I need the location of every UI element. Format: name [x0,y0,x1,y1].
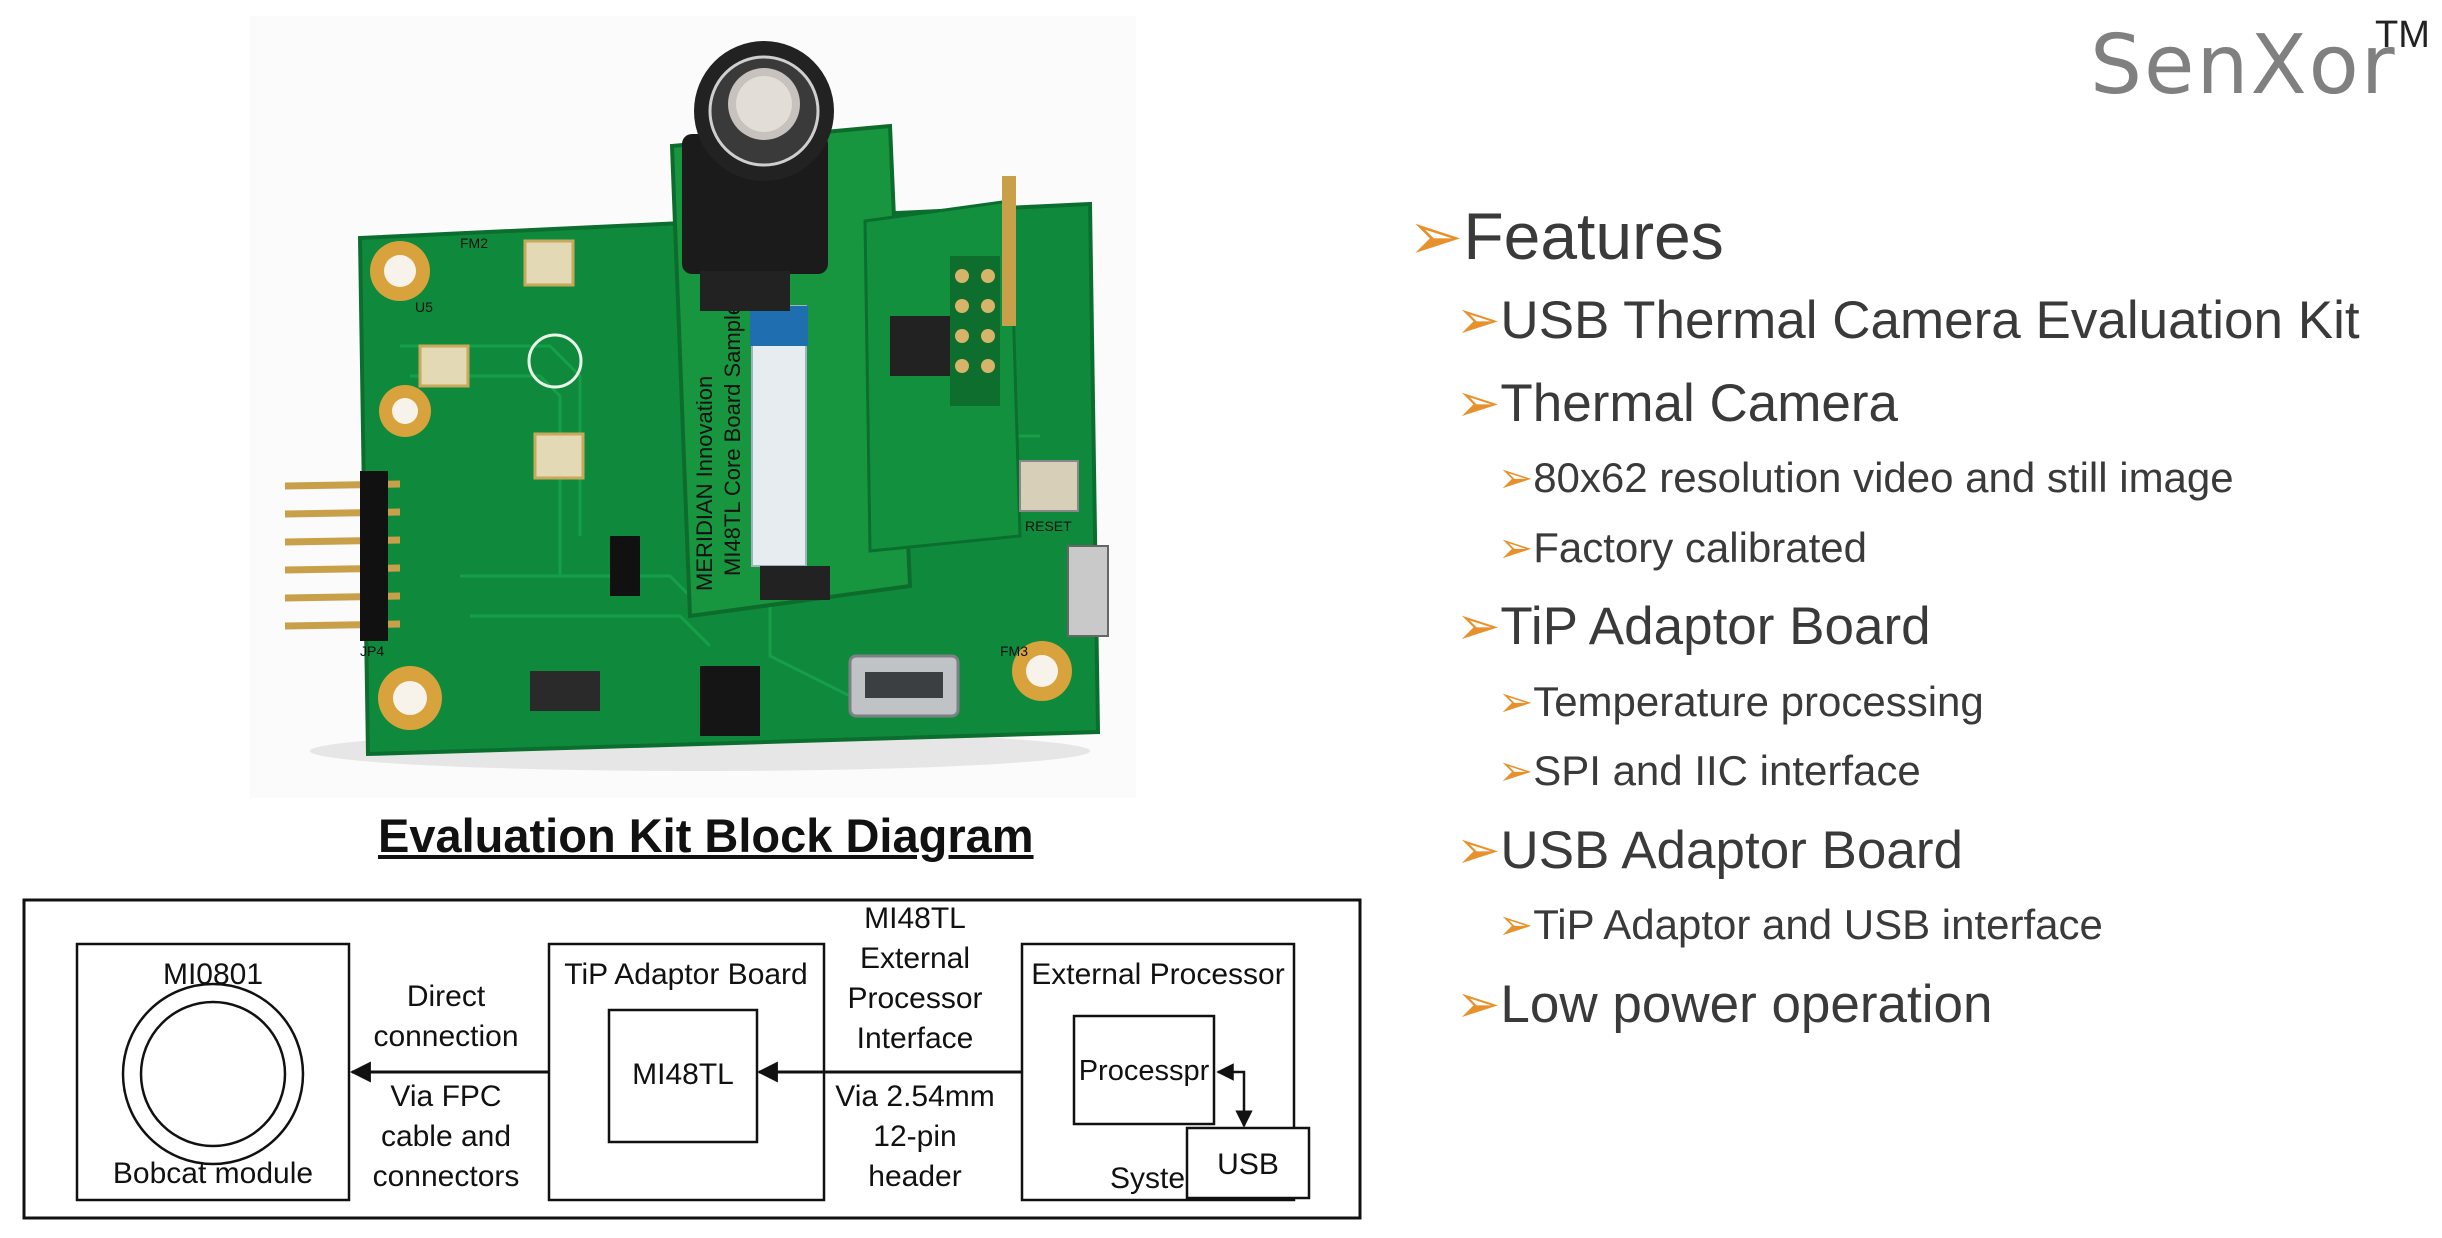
feature-subitem: ➢SPI and IIC interface [1498,747,1921,794]
link2-top-line: MI48TL [864,902,966,935]
silk-reset: RESET [1025,518,1072,534]
feature-item: ➢TiP Adaptor Board [1456,597,1931,656]
arrow-bullet-icon: ➢ [1498,901,1534,948]
processor-usb-arrow [1216,1063,1253,1128]
block-diagram: MI0801 Bobcat module Direct connection V… [22,898,1362,1220]
fpc-ribbon [751,305,807,567]
mounting-hole [370,241,430,301]
feature-subitem: ➢80x62 resolution video and still image [1498,454,2234,501]
feature-item: ➢Low power operation [1456,975,1993,1034]
external-processor-name: External Processor [1031,958,1284,991]
arrow-bullet-icon: ➢ [1456,821,1501,880]
sensor-lens-icon [121,982,305,1166]
silk-jp4: JP4 [360,643,384,659]
processor-block [1072,1014,1216,1126]
link1-bottom-line: connectors [373,1160,520,1193]
usb-block [1185,1126,1311,1200]
feature-subitem: ➢Temperature processing [1498,678,1984,725]
trademark-symbol: TM [2375,14,2430,56]
feature-item: ➢Thermal Camera [1456,374,1899,433]
feature-item: ➢USB Adaptor Board [1456,821,1963,880]
senxor-logo: SenXor TM [2070,14,2430,124]
link2-bottom-line: 12-pin [873,1120,956,1153]
arrow-bullet-icon: ➢ [1456,597,1501,656]
arrow-bullet-icon: ➢ [1456,975,1501,1034]
link1-bottom-line: Via FPC [390,1080,501,1113]
evaluation-kit-photo: MERIDIAN Innovation MI48TL Core Board Sa… [250,16,1136,798]
arrow-bullet-icon: ➢ [1498,524,1534,571]
silk-u5: U5 [415,299,433,315]
arrow-bullet-icon: ➢ [1498,678,1534,725]
features-heading: ➢Features [1408,199,1724,273]
link2-bottom-line: Via 2.54mm [835,1080,995,1113]
reset-button [1019,460,1079,512]
link2-top-line: External [860,942,970,975]
thermal-camera-lens [682,41,834,311]
link1-top-line: Direct [407,980,486,1013]
feature-subitem: ➢Factory calibrated [1498,524,1868,571]
feature-subitem: ➢TiP Adaptor and USB interface [1498,901,2103,948]
link2-top-line: Interface [857,1022,974,1055]
board-text-2: MI48TL Core Board Sample [720,303,745,576]
tip-adaptor-name: TiP Adaptor Board [564,958,808,991]
arrow-bullet-icon: ➢ [1498,454,1534,501]
arrow-bullet-icon: ➢ [1408,199,1464,273]
block-diagram-title: Evaluation Kit Block Diagram [378,809,1034,862]
feature-item: ➢USB Thermal Camera Evaluation Kit [1456,291,2360,350]
mounting-hole [378,666,442,730]
mounting-hole [1012,641,1072,701]
link1-top-line: connection [373,1020,518,1053]
silk-fm3: FM3 [1000,643,1028,659]
silk-fm2: FM2 [460,235,488,251]
processor-label: Processpr [1079,1055,1210,1087]
arrow-bullet-icon: ➢ [1498,747,1534,794]
mounting-hole [379,385,431,437]
link2-bottom-line: header [868,1160,961,1193]
arrow-bullet-icon: ➢ [1456,291,1501,350]
sensor-module-caption: Bobcat module [113,1157,313,1190]
usb-label: USB [1217,1148,1279,1181]
arrow-bullet-icon: ➢ [1456,374,1501,433]
sensor-module-name: MI0801 [163,958,263,991]
mi48tl-chip-label: MI48TL [632,1058,734,1091]
link2-top-line: Processor [847,982,982,1015]
link1-bottom-line: cable and [381,1120,511,1153]
logo-wordmark: SenXor [2090,18,2397,113]
board-text-1: MERIDIAN Innovation [692,376,717,591]
